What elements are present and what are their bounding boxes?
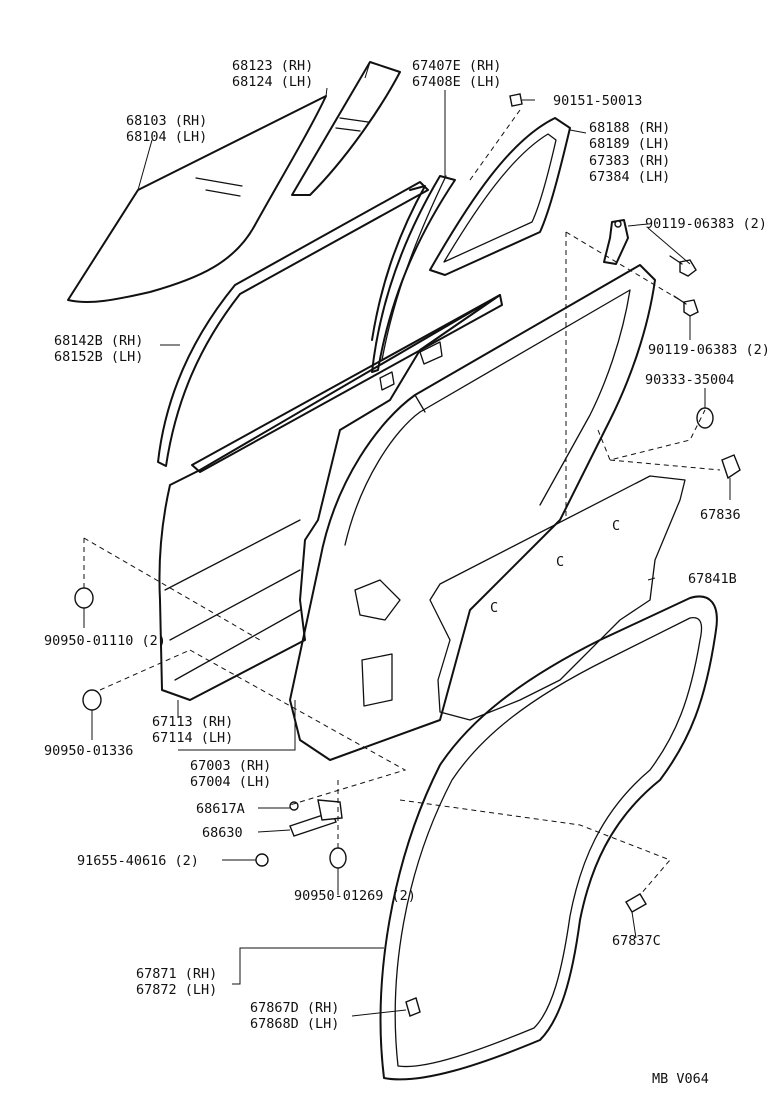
label-quarter-glass-rh: 68123 (RH) <box>232 58 313 74</box>
label-door-panel-lh: 67004 (LH) <box>190 774 271 790</box>
label-hole-plug-3: 90950-01269 (2) <box>294 888 416 904</box>
label-weatherstrip-clip-rh: 67867D (RH) <box>250 1000 339 1016</box>
svg-text:C: C <box>612 518 620 534</box>
leader-lines <box>83 61 731 1017</box>
label-screw: 90151-50013 <box>553 93 642 109</box>
label-check: 68630 <box>202 825 243 841</box>
label-check-pin: 68617A <box>196 801 245 817</box>
label-frame-seal-lh: 68189 (LH) <box>589 136 670 152</box>
svg-text:C: C <box>490 600 498 616</box>
inner-belt-rail-drawing <box>191 294 503 473</box>
label-service-cover: 67841B <box>688 571 737 587</box>
label-glass-rh: 68103 (RH) <box>126 113 207 129</box>
label-glass-lh: 68104 (LH) <box>126 129 207 145</box>
part-labels: 68123 (RH) 68124 (LH) 67407E (RH) 67408E… <box>44 58 770 1087</box>
belt-weatherstrip-drawing <box>157 181 429 467</box>
hinge-plate-drawing <box>603 219 629 265</box>
label-moulding-lh: 67114 (LH) <box>152 730 233 746</box>
label-clip-lower: 67837C <box>612 933 661 949</box>
outer-door-panel-drawing <box>158 294 501 701</box>
label-bolt-upper: 90119-06383 (2) <box>645 216 767 232</box>
service-cover-drawing: C C C <box>429 475 686 721</box>
label-door-weatherstrip-lh: 67872 (LH) <box>136 982 217 998</box>
label-hole-plug-1: 90950-01110 (2) <box>44 633 166 649</box>
label-division-bar-rh: 67407E (RH) <box>412 58 501 74</box>
label-weatherstrip-belt-lh: 68152B (LH) <box>54 349 143 365</box>
door-check-drawing <box>289 799 343 837</box>
frame-seal-drawing <box>429 117 571 276</box>
label-drawing-code: MB V064 <box>652 1071 709 1087</box>
assembly-lines <box>83 109 721 896</box>
label-hinge-plate-lh: 67384 (LH) <box>589 169 670 185</box>
plugs-drawing <box>74 407 741 1017</box>
svg-text:C: C <box>556 554 564 570</box>
label-division-bar-lh: 67408E (LH) <box>412 74 501 90</box>
label-nut: 91655-40616 (2) <box>77 853 199 869</box>
door-glass-drawing <box>67 95 327 303</box>
label-hole-plug-2: 90950-01336 <box>44 743 133 759</box>
label-weatherstrip-clip-lh: 67868D (LH) <box>250 1016 339 1032</box>
label-frame-seal-rh: 68188 (RH) <box>589 120 670 136</box>
label-quarter-glass-lh: 68124 (LH) <box>232 74 313 90</box>
door-frame-drawing <box>289 264 656 761</box>
label-hinge-plate-rh: 67383 (RH) <box>589 153 670 169</box>
door-weatherstrip-drawing <box>379 595 718 1081</box>
bolts-drawing <box>509 93 699 317</box>
label-door-panel-rh: 67003 (RH) <box>190 758 271 774</box>
label-bolt-lower: 90119-06383 (2) <box>648 342 770 358</box>
quarter-glass-drawing <box>291 61 401 196</box>
label-plug-right: 90333-35004 <box>645 372 734 388</box>
label-moulding-rh: 67113 (RH) <box>152 714 233 730</box>
label-door-weatherstrip-rh: 67871 (RH) <box>136 966 217 982</box>
label-clip-right: 67836 <box>700 507 741 523</box>
label-weatherstrip-belt-rh: 68142B (RH) <box>54 333 143 349</box>
